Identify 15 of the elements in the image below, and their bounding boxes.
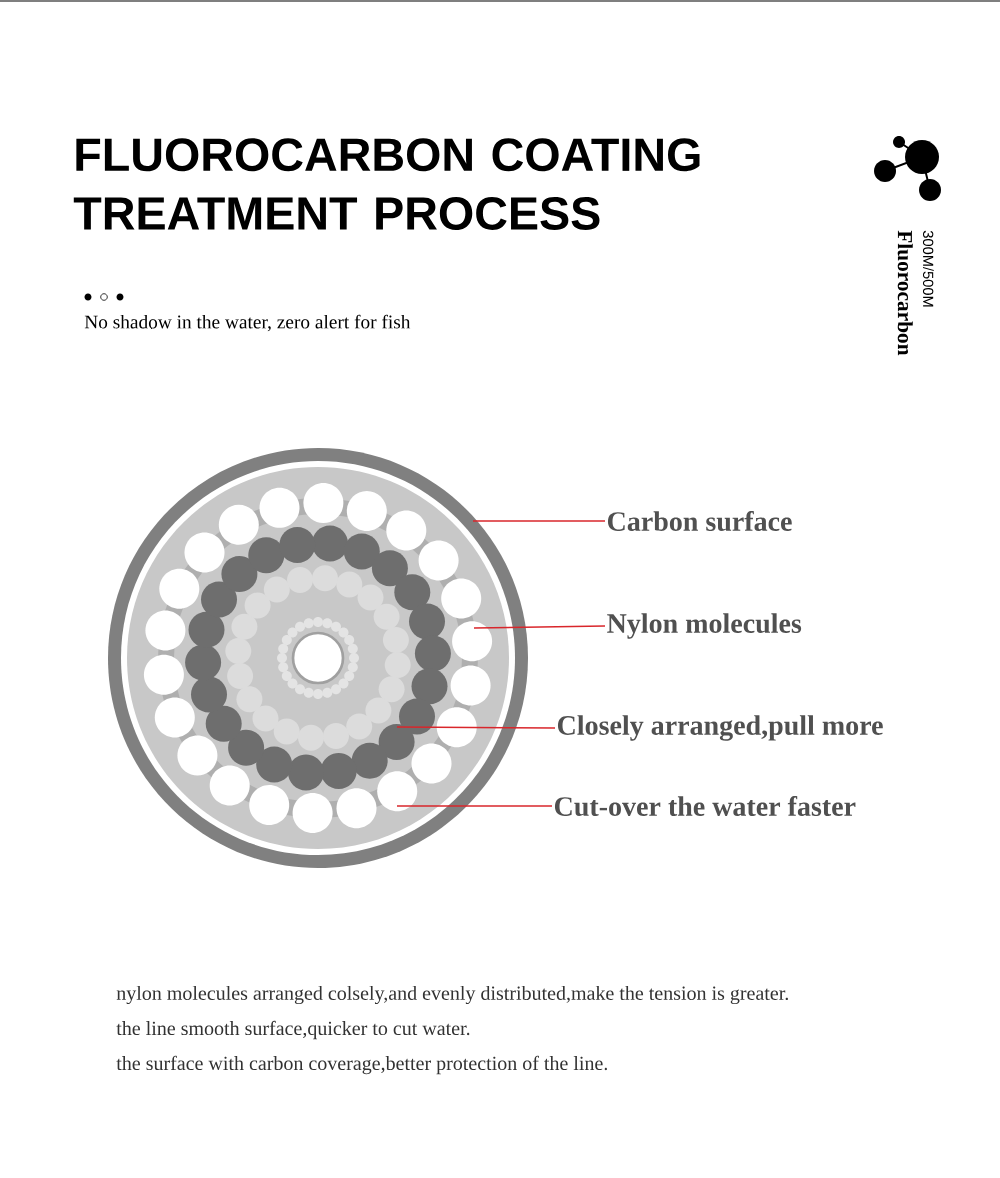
callout-label: Closely arranged,pull more: [557, 715, 883, 741]
leader-line: [473, 625, 606, 629]
callout-label: Cut-over the water faster: [554, 796, 856, 817]
leader-line: [396, 726, 556, 729]
callout-label: Nylon molecules: [607, 613, 802, 639]
title: FLUOROCARBON COATING TREATMENT PROCESS: [73, 138, 700, 230]
body-text: the surface with carbon coverage,better protection of the line.: [116, 1055, 608, 1075]
vertical-label: 300M/500M: [922, 230, 934, 307]
subtitle: No shadow in the water, zero alert for fish: [84, 314, 411, 332]
callout-label: Carbon surface: [607, 510, 792, 532]
leader-line: [396, 805, 553, 807]
leader-line: [472, 520, 606, 522]
body-text: the line smooth surface,quicker to cut water.: [116, 1020, 470, 1040]
body-text: nylon molecules arranged colsely,and evenly distributed,make the tension is greater.: [116, 985, 788, 1005]
vertical-label: Fluorocarbon: [897, 230, 913, 356]
